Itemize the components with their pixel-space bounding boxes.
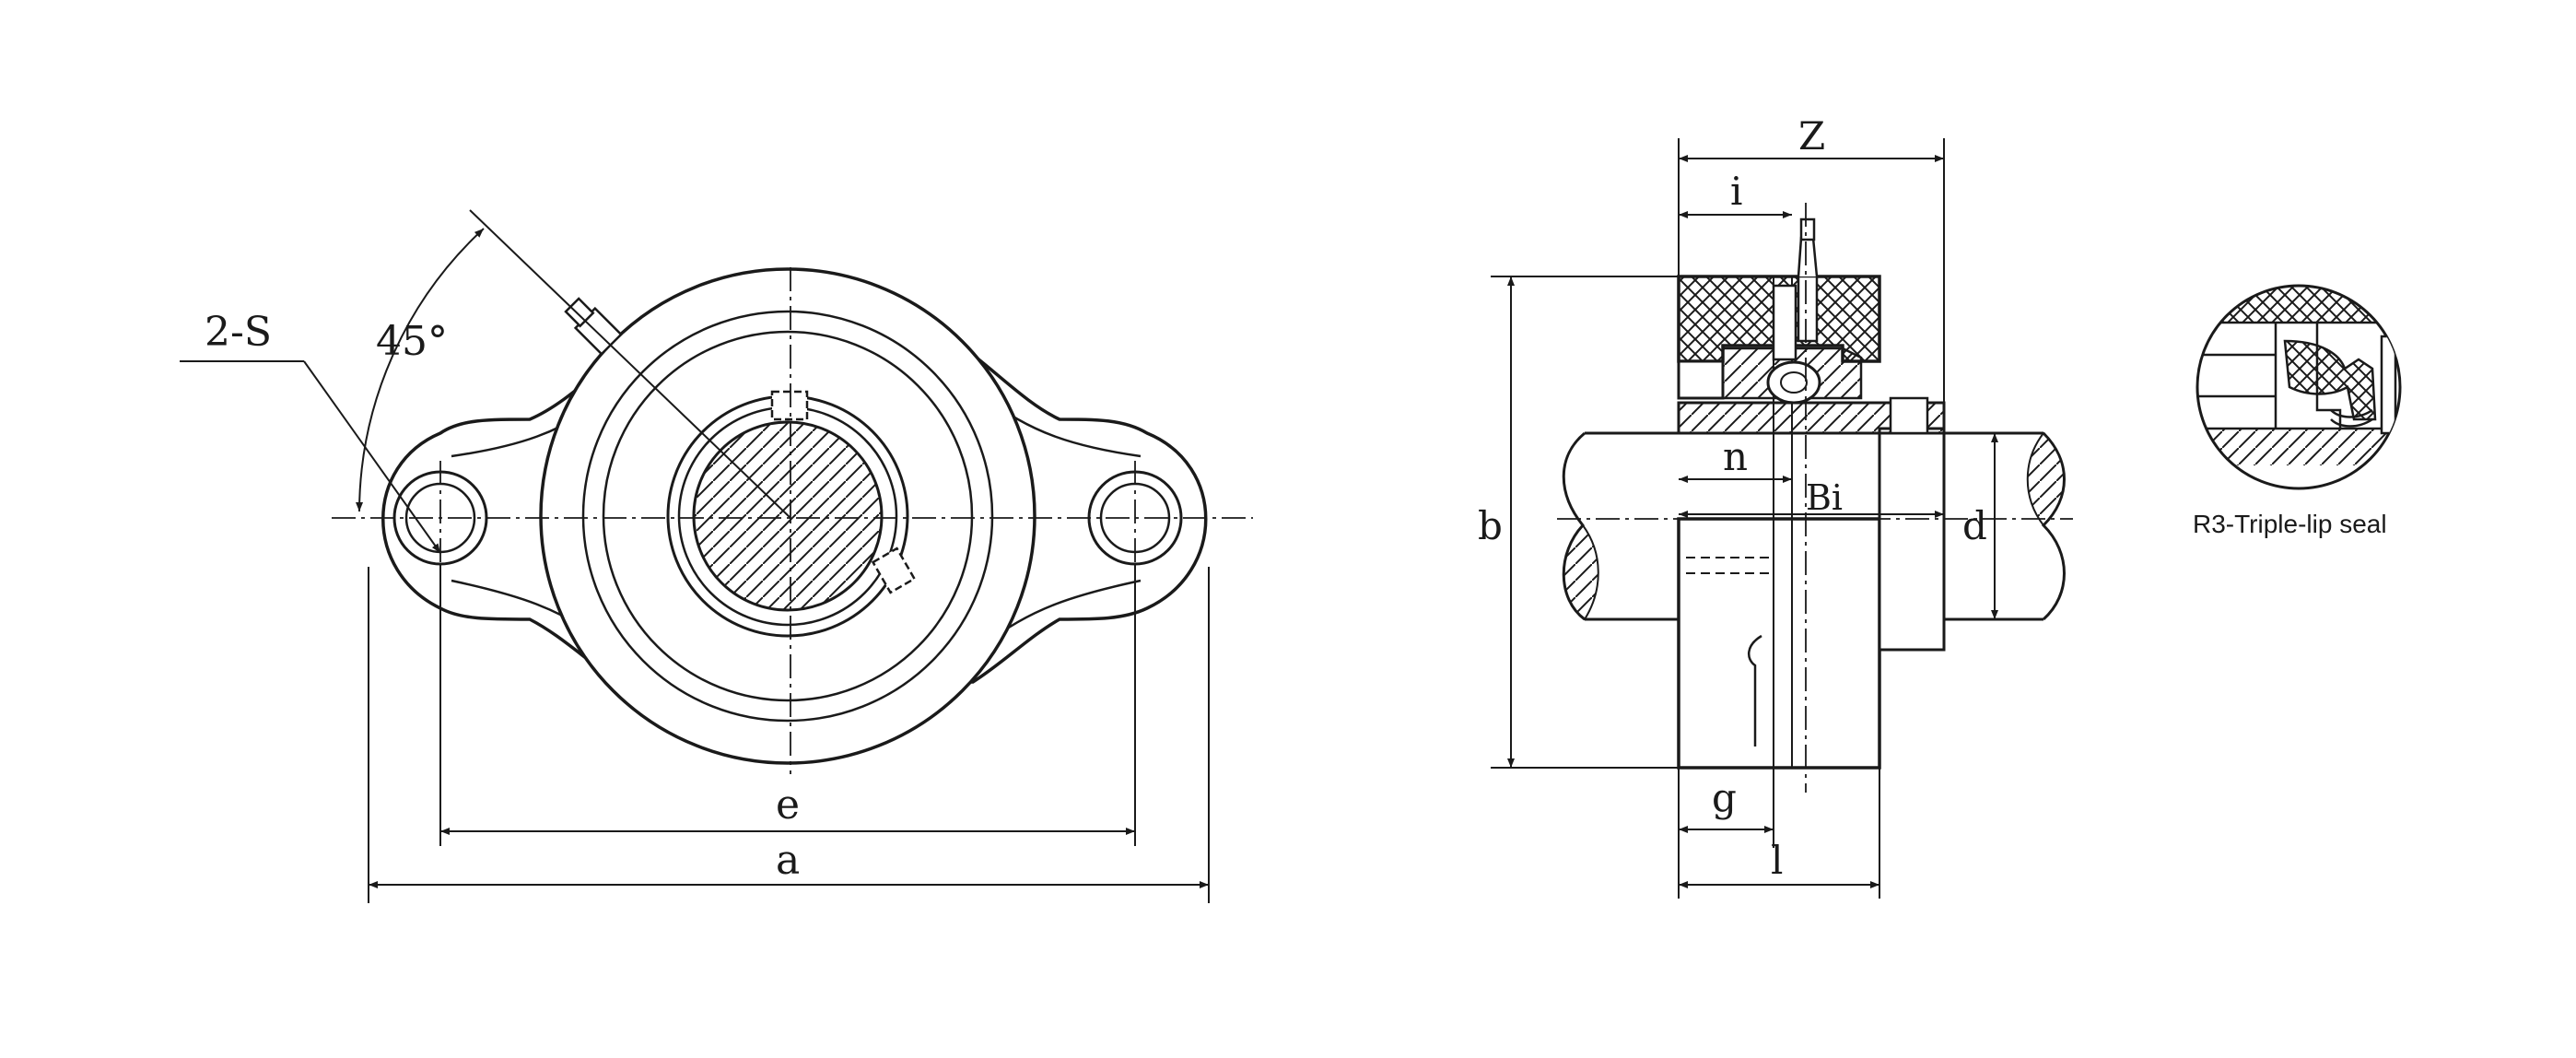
seal-lip: [2283, 339, 2377, 421]
grease-nipple-side-icon: [1772, 217, 1819, 361]
dimension-a-label: a: [776, 837, 800, 884]
front-view: [381, 267, 1208, 765]
dimension-g-label: g: [1712, 775, 1737, 820]
dimension-i-label: i: [1730, 169, 1742, 214]
housing-body: [1677, 517, 1881, 770]
front-dimensions: [368, 564, 1210, 903]
dimension-e-label: e: [776, 782, 800, 829]
seal-detail: [2195, 284, 2402, 490]
side-centerlines: [1557, 203, 2073, 793]
shaft-left-break-fill: [1563, 523, 1599, 621]
set-screw-slot: [1748, 634, 1762, 746]
insert-collar: [1878, 427, 1946, 652]
dimension-n-label: n: [1723, 434, 1748, 479]
dimension-bi-label: Bi: [1806, 477, 1843, 518]
angle-label: 45°: [376, 318, 448, 365]
side-dimensions: [1491, 138, 1998, 899]
dimension-z-label: Z: [1798, 113, 1825, 159]
housing-section-lower: [1677, 359, 1725, 400]
grease-nipple-icon: [564, 297, 623, 356]
set-screw-top: [770, 390, 809, 421]
collar-set-screw: [1889, 396, 1929, 435]
housing-bore: [602, 330, 974, 702]
seal-caption: R3-Triple-lip seal: [2193, 510, 2387, 538]
set-screw-side: [871, 547, 917, 594]
side-view: [1562, 217, 2066, 770]
dimension-d-label: d: [1962, 503, 1987, 548]
flange-relief: [451, 395, 1142, 646]
bolt-hole-label: 2-S: [205, 309, 272, 356]
dimension-b-label: b: [1478, 503, 1503, 548]
housing-step: [581, 310, 994, 723]
shaft-right-break-fill: [2026, 431, 2066, 527]
dimension-l-label: l: [1771, 838, 1783, 883]
angle-construction: [180, 209, 791, 554]
